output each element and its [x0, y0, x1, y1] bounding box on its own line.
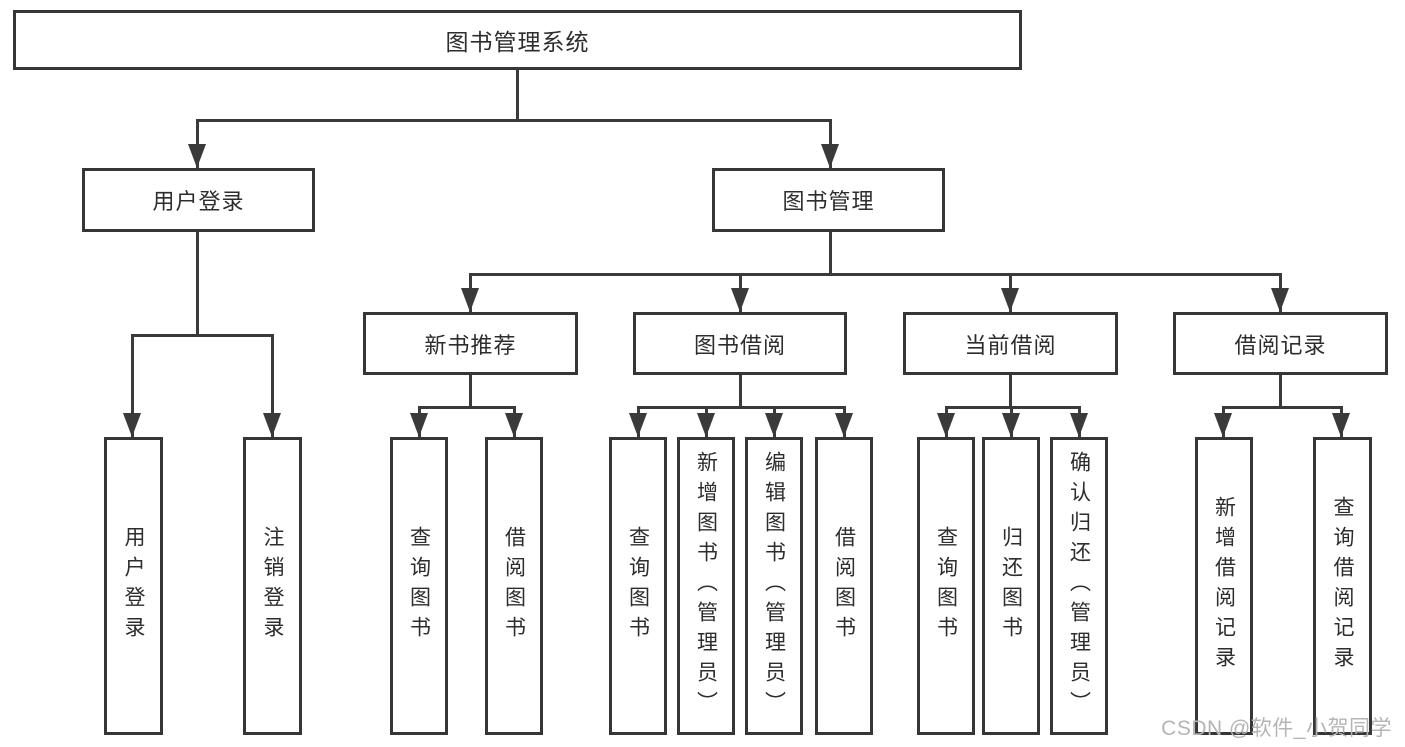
node-new-book-recommend-label: 新书推荐 — [424, 332, 517, 358]
connector-drop-leaf-logout — [271, 334, 274, 437]
leaf-search-books-3-label: 查询图书 — [934, 526, 958, 646]
node-borrowing-records-label: 借阅记录 — [1234, 332, 1327, 358]
connector-borrowing-junction — [637, 406, 846, 409]
node-user-login: 用户登录 — [82, 168, 315, 232]
node-user-login-label: 用户登录 — [152, 189, 245, 214]
leaf-user-login-label: 用户登录 — [122, 526, 145, 646]
leaf-borrow-books-1-label: 借阅图书 — [502, 526, 526, 646]
arrow-to-current — [1001, 288, 1019, 312]
arrow-to-cu-leaf1 — [937, 413, 955, 437]
leaf-logout: 注销登录 — [243, 437, 302, 735]
arrow-to-nb-leaf1 — [410, 413, 428, 437]
leaf-return-books: 归还图书 — [982, 437, 1040, 735]
leaf-return-books-label: 归还图书 — [999, 526, 1023, 646]
watermark-text: CSDN @软件_小贺同学 — [1161, 717, 1392, 740]
node-borrowing-records: 借阅记录 — [1173, 312, 1388, 375]
leaf-search-books-2-label: 查询图书 — [626, 526, 650, 646]
connector-drop-user-login — [196, 119, 199, 168]
arrow-to-bw-leaf3 — [765, 413, 783, 437]
leaf-borrow-books-2-label: 借阅图书 — [832, 526, 856, 646]
leaf-search-books-2: 查询图书 — [609, 437, 667, 735]
leaf-edit-book-admin: 编辑图书（管理员） — [745, 437, 803, 735]
arrow-to-rc-leaf1 — [1214, 413, 1232, 437]
node-current-borrowing: 当前借阅 — [903, 312, 1118, 375]
arrow-to-bw-leaf1 — [629, 413, 647, 437]
node-book-management-label: 图书管理 — [782, 189, 875, 214]
arrow-to-new-books — [461, 288, 479, 312]
connector-records-junction — [1222, 406, 1343, 409]
arrow-to-bw-leaf4 — [835, 413, 853, 437]
arrow-to-leaf-logout — [263, 413, 281, 437]
leaf-borrow-books-1: 借阅图书 — [485, 437, 543, 735]
arrow-to-cu-leaf2 — [1002, 413, 1020, 437]
node-book-borrowing-label: 图书借阅 — [693, 332, 786, 358]
leaf-borrow-books-2: 借阅图书 — [815, 437, 873, 735]
arrow-to-records — [1271, 288, 1289, 312]
arrow-to-user-login — [188, 144, 206, 168]
leaf-search-books-1-label: 查询图书 — [407, 526, 431, 646]
node-library-system-label: 图书管理系统 — [445, 29, 590, 55]
connector-book-mgmt-junction — [469, 273, 1282, 276]
arrow-to-book-mgmt — [821, 144, 839, 168]
leaf-search-books-3: 查询图书 — [917, 437, 975, 735]
node-new-book-recommend: 新书推荐 — [363, 312, 578, 375]
arrow-to-leaf-login — [123, 413, 141, 437]
leaf-logout-label: 注销登录 — [261, 526, 284, 646]
leaf-add-book-admin-label: 新增图书（管理员） — [694, 451, 718, 721]
leaf-add-borrow-record-label: 新增借阅记录 — [1212, 496, 1236, 676]
arrow-to-rc-leaf2 — [1332, 413, 1350, 437]
arrow-to-bw-leaf2 — [697, 413, 715, 437]
arrow-to-cu-leaf3 — [1070, 413, 1088, 437]
leaf-edit-book-admin-label: 编辑图书（管理员） — [762, 451, 786, 721]
connector-current-stem — [1009, 375, 1012, 409]
connector-new-books-stem — [469, 375, 472, 409]
node-book-borrowing: 图书借阅 — [633, 312, 847, 375]
arrow-to-borrowing — [731, 288, 749, 312]
connector-borrowing-stem — [739, 375, 742, 409]
leaf-user-login: 用户登录 — [104, 437, 163, 735]
connector-current-junction — [945, 406, 1081, 409]
leaf-confirm-return-admin-label: 确认归还（管理员） — [1067, 451, 1091, 721]
leaf-add-book-admin: 新增图书（管理员） — [677, 437, 735, 735]
connector-user-login-stem — [196, 232, 199, 337]
connector-root-junction — [196, 119, 832, 122]
node-book-management: 图书管理 — [712, 168, 945, 232]
arrow-to-nb-leaf2 — [505, 413, 523, 437]
leaf-search-borrow-record: 查询借阅记录 — [1313, 437, 1372, 735]
connector-drop-leaf-login — [131, 334, 134, 437]
connector-drop-book-mgmt — [829, 119, 832, 168]
leaf-search-borrow-record-label: 查询借阅记录 — [1331, 496, 1354, 676]
node-library-system: 图书管理系统 — [13, 10, 1022, 70]
connector-records-stem — [1279, 375, 1282, 409]
connector-user-login-junction — [131, 334, 274, 337]
leaf-add-borrow-record: 新增借阅记录 — [1195, 437, 1253, 735]
connector-root-stem — [516, 68, 519, 121]
node-current-borrowing-label: 当前借阅 — [964, 332, 1057, 358]
connector-book-mgmt-stem — [829, 232, 832, 276]
connector-new-books-junction — [418, 406, 516, 409]
leaf-search-books-1: 查询图书 — [390, 437, 448, 735]
leaf-confirm-return-admin: 确认归还（管理员） — [1050, 437, 1108, 735]
